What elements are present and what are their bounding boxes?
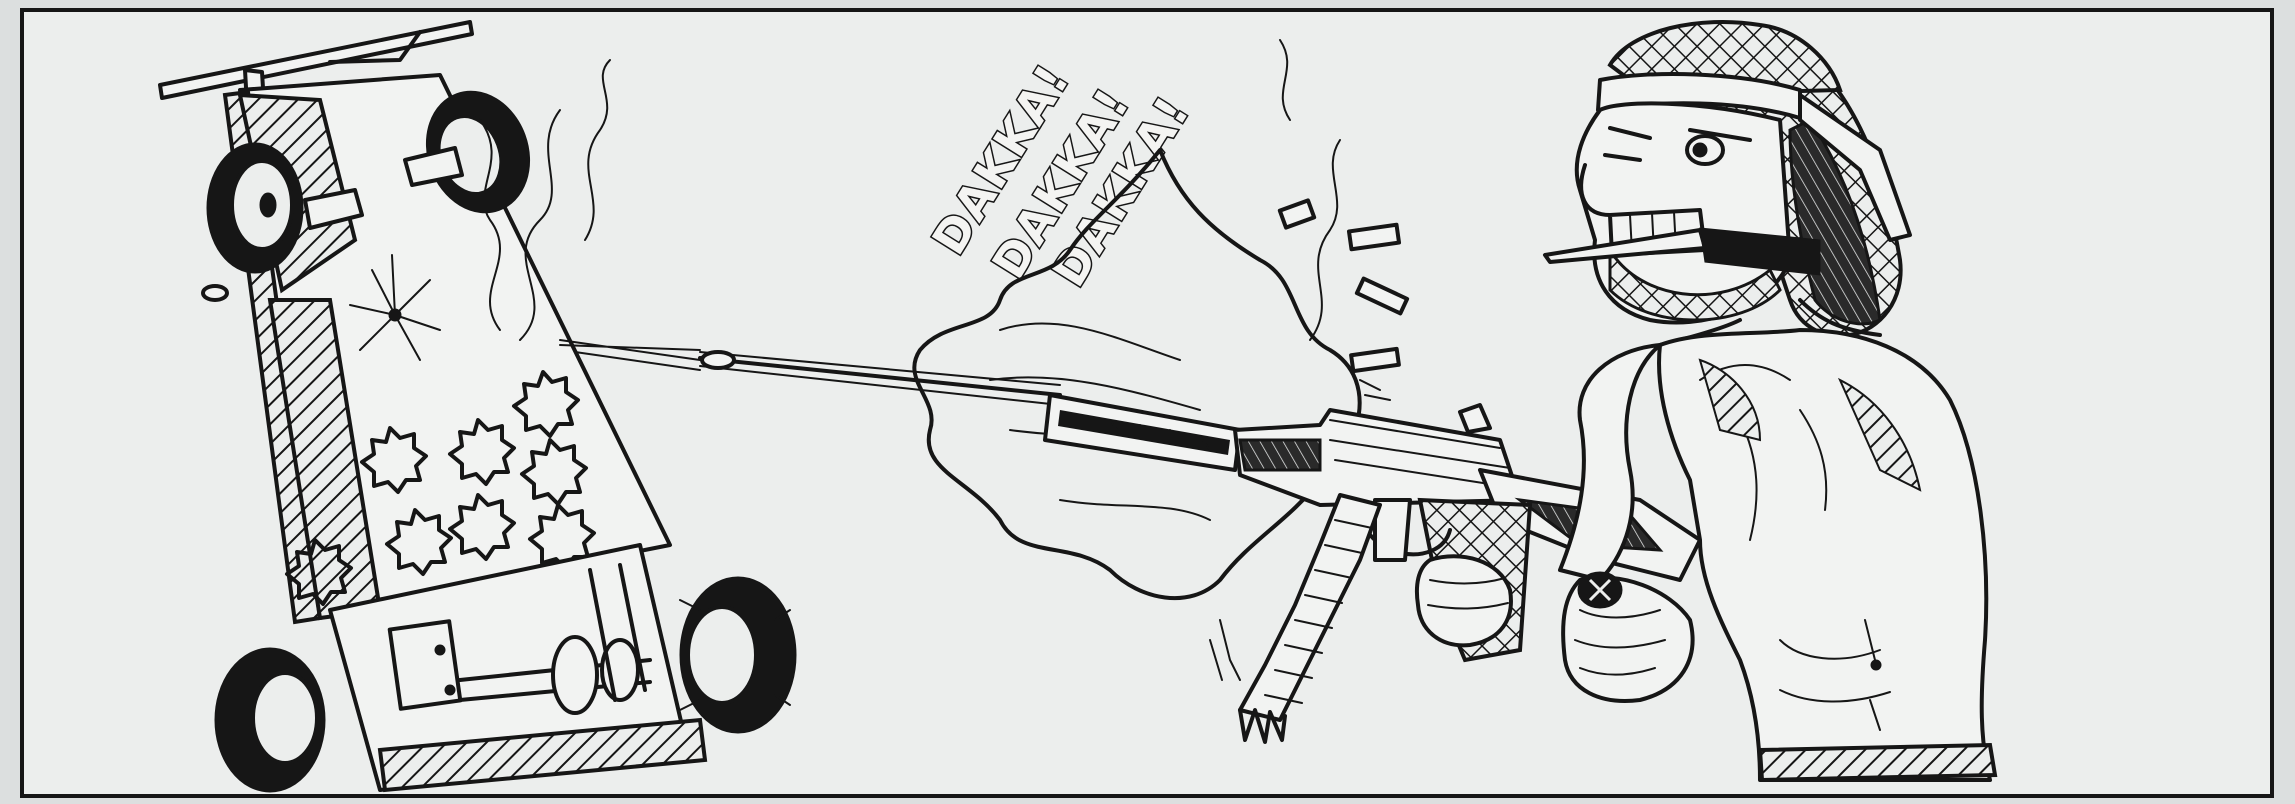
wheel-upper-left (206, 142, 364, 274)
wheel-upper-right (403, 90, 531, 214)
soldier-fist (1561, 575, 1695, 703)
wheel-lower-left (214, 647, 326, 793)
wheel-lower-right (679, 576, 797, 734)
machine-gun (1043, 393, 1702, 744)
robot-target (158, 20, 797, 793)
soldier-torso (1657, 328, 1992, 782)
grenade-icon (1577, 571, 1623, 609)
impact-spark (349, 254, 441, 361)
soldier-belt (1757, 742, 1998, 783)
knife-handle (1699, 227, 1821, 276)
soldier (1414, 19, 1998, 783)
ejected-shells (1277, 198, 1410, 401)
bullet-holes (285, 370, 596, 606)
ammo-belt (1209, 493, 1382, 744)
bullet (700, 350, 736, 370)
smoke-cloud (912, 148, 1362, 601)
